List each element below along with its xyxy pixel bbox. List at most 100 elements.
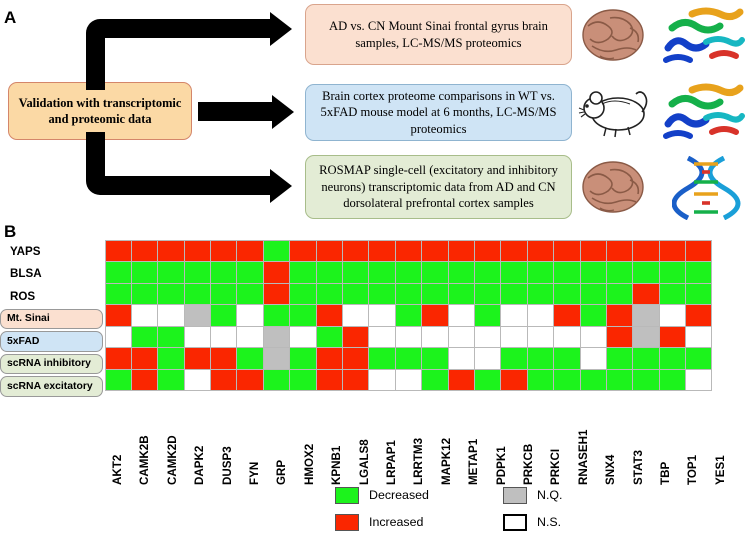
heatmap-cell[interactable] bbox=[526, 282, 555, 305]
heatmap-cell[interactable] bbox=[421, 347, 449, 370]
heatmap-cell[interactable] bbox=[236, 368, 264, 391]
heatmap-cell[interactable] bbox=[157, 368, 185, 391]
heatmap-cell[interactable] bbox=[526, 304, 555, 327]
heatmap-cell[interactable] bbox=[183, 239, 212, 262]
heatmap-cell[interactable] bbox=[183, 261, 212, 284]
heatmap-cell[interactable] bbox=[473, 304, 502, 327]
heatmap-cell[interactable] bbox=[315, 347, 344, 370]
heatmap-cell[interactable] bbox=[579, 347, 607, 370]
heatmap-cell[interactable] bbox=[421, 239, 449, 262]
heatmap-cell[interactable] bbox=[500, 325, 528, 348]
heatmap-cell[interactable] bbox=[183, 304, 212, 327]
heatmap-cell[interactable] bbox=[210, 368, 238, 391]
heatmap-cell[interactable] bbox=[553, 368, 581, 391]
heatmap-cell[interactable] bbox=[262, 304, 291, 327]
heatmap-cell[interactable] bbox=[500, 282, 528, 305]
heatmap-cell[interactable] bbox=[368, 304, 396, 327]
heatmap-cell[interactable] bbox=[315, 304, 344, 327]
heatmap-cell[interactable] bbox=[394, 239, 423, 262]
heatmap-cell[interactable] bbox=[315, 282, 344, 305]
heatmap-cell[interactable] bbox=[368, 239, 396, 262]
heatmap-cell[interactable] bbox=[579, 239, 607, 262]
heatmap-cell[interactable] bbox=[315, 261, 344, 284]
heatmap-cell[interactable] bbox=[632, 325, 660, 348]
heatmap-cell[interactable] bbox=[605, 325, 634, 348]
heatmap-cell[interactable] bbox=[368, 325, 396, 348]
heatmap-cell[interactable] bbox=[658, 347, 687, 370]
heatmap-cell[interactable] bbox=[394, 304, 423, 327]
heatmap-cell[interactable] bbox=[605, 304, 634, 327]
heatmap-cell[interactable] bbox=[368, 261, 396, 284]
heatmap-cell[interactable] bbox=[236, 304, 264, 327]
heatmap-cell[interactable] bbox=[421, 325, 449, 348]
heatmap-cell[interactable] bbox=[210, 347, 238, 370]
heatmap-cell[interactable] bbox=[658, 368, 687, 391]
heatmap-cell[interactable] bbox=[553, 239, 581, 262]
heatmap-cell[interactable] bbox=[473, 261, 502, 284]
heatmap-cell[interactable] bbox=[553, 347, 581, 370]
heatmap-cell[interactable] bbox=[289, 325, 317, 348]
heatmap-cell[interactable] bbox=[685, 304, 713, 327]
heatmap-cell[interactable] bbox=[447, 304, 475, 327]
heatmap-cell[interactable] bbox=[658, 261, 687, 284]
heatmap-cell[interactable] bbox=[685, 239, 713, 262]
heatmap-cell[interactable] bbox=[473, 239, 502, 262]
heatmap-cell[interactable] bbox=[632, 368, 660, 391]
heatmap-cell[interactable] bbox=[632, 304, 660, 327]
heatmap-cell[interactable] bbox=[447, 325, 475, 348]
heatmap-cell[interactable] bbox=[632, 347, 660, 370]
heatmap-cell[interactable] bbox=[685, 347, 713, 370]
heatmap-cell[interactable] bbox=[394, 261, 423, 284]
heatmap-cell[interactable] bbox=[104, 325, 132, 348]
heatmap-cell[interactable] bbox=[236, 261, 264, 284]
heatmap-cell[interactable] bbox=[500, 239, 528, 262]
heatmap-cell[interactable] bbox=[342, 347, 370, 370]
heatmap-cell[interactable] bbox=[500, 347, 528, 370]
heatmap-cell[interactable] bbox=[394, 368, 423, 391]
heatmap-cell[interactable] bbox=[500, 261, 528, 284]
heatmap-cell[interactable] bbox=[632, 261, 660, 284]
heatmap-cell[interactable] bbox=[130, 261, 159, 284]
heatmap-cell[interactable] bbox=[342, 282, 370, 305]
heatmap-cell[interactable] bbox=[315, 368, 344, 391]
heatmap-cell[interactable] bbox=[104, 347, 132, 370]
heatmap-cell[interactable] bbox=[130, 347, 159, 370]
heatmap-cell[interactable] bbox=[579, 368, 607, 391]
heatmap-cell[interactable] bbox=[473, 325, 502, 348]
heatmap-cell[interactable] bbox=[130, 368, 159, 391]
heatmap-cell[interactable] bbox=[130, 282, 159, 305]
heatmap-cell[interactable] bbox=[473, 368, 502, 391]
heatmap-cell[interactable] bbox=[394, 282, 423, 305]
heatmap-cell[interactable] bbox=[210, 282, 238, 305]
heatmap-cell[interactable] bbox=[104, 261, 132, 284]
heatmap-cell[interactable] bbox=[579, 282, 607, 305]
heatmap-cell[interactable] bbox=[394, 325, 423, 348]
heatmap-cell[interactable] bbox=[421, 282, 449, 305]
heatmap-cell[interactable] bbox=[421, 261, 449, 284]
heatmap-cell[interactable] bbox=[157, 239, 185, 262]
heatmap-cell[interactable] bbox=[658, 325, 687, 348]
heatmap-cell[interactable] bbox=[342, 304, 370, 327]
heatmap-cell[interactable] bbox=[262, 282, 291, 305]
heatmap-cell[interactable] bbox=[342, 261, 370, 284]
heatmap-cell[interactable] bbox=[104, 304, 132, 327]
heatmap-cell[interactable] bbox=[289, 282, 317, 305]
heatmap-cell[interactable] bbox=[157, 261, 185, 284]
heatmap-cell[interactable] bbox=[289, 239, 317, 262]
heatmap-cell[interactable] bbox=[579, 304, 607, 327]
heatmap-cell[interactable] bbox=[157, 304, 185, 327]
heatmap-cell[interactable] bbox=[421, 304, 449, 327]
heatmap-cell[interactable] bbox=[157, 282, 185, 305]
heatmap-cell[interactable] bbox=[658, 282, 687, 305]
heatmap-cell[interactable] bbox=[183, 368, 212, 391]
heatmap-cell[interactable] bbox=[210, 325, 238, 348]
heatmap-cell[interactable] bbox=[236, 325, 264, 348]
heatmap-cell[interactable] bbox=[447, 282, 475, 305]
heatmap-cell[interactable] bbox=[130, 325, 159, 348]
heatmap-cell[interactable] bbox=[210, 261, 238, 284]
heatmap-cell[interactable] bbox=[553, 325, 581, 348]
heatmap-cell[interactable] bbox=[579, 261, 607, 284]
heatmap-cell[interactable] bbox=[605, 261, 634, 284]
heatmap-cell[interactable] bbox=[447, 239, 475, 262]
heatmap-cell[interactable] bbox=[210, 304, 238, 327]
